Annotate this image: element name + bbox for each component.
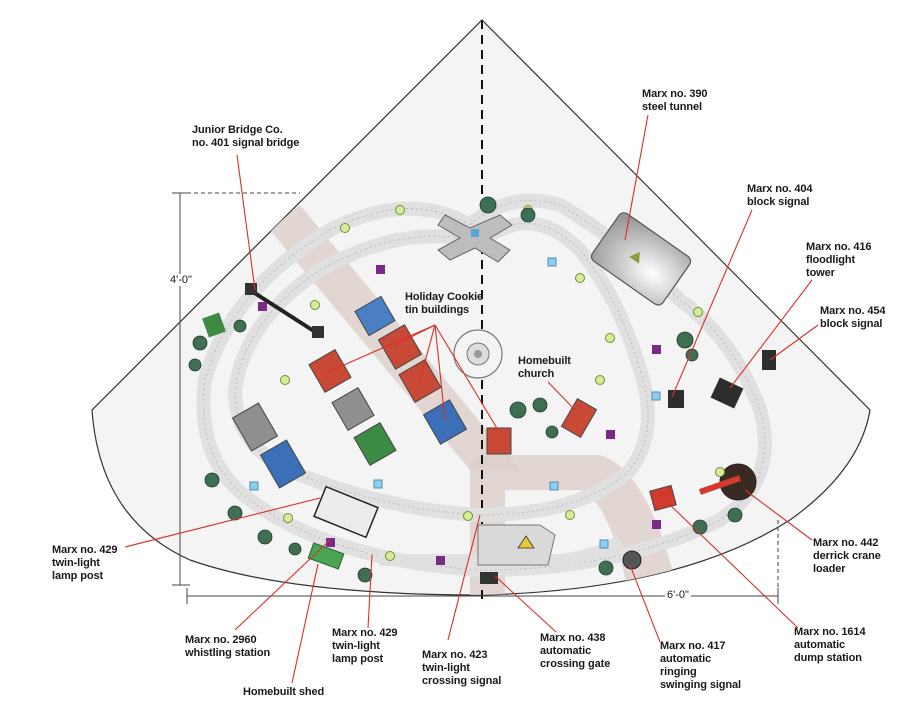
floodlight-tower xyxy=(710,377,744,409)
trees xyxy=(188,196,743,583)
crossing-markers xyxy=(249,257,661,549)
label-crane-loader: Marx no. 442 derrick crane loader xyxy=(813,537,881,575)
signal-bridge xyxy=(245,283,324,338)
church-annex xyxy=(486,427,512,455)
label-steel-tunnel: Marx no. 390 steel tunnel xyxy=(642,88,708,113)
label-lamp-post-center: Marx no. 429 twin-light lamp post xyxy=(332,627,398,665)
homebuilt-church xyxy=(560,397,598,439)
label-crossing-gate: Marx no. 438 automatic crossing gate xyxy=(540,632,611,670)
tin-buildings xyxy=(231,295,468,489)
block-signal-404 xyxy=(668,390,684,408)
label-shed: Homebuilt shed xyxy=(243,686,325,698)
label-floodlight-tower: Marx no. 416 floodlight tower xyxy=(806,241,872,279)
depth-dimension: 4'-0" xyxy=(168,274,194,286)
whistling-station xyxy=(313,485,379,539)
purple-signals xyxy=(258,265,661,565)
label-dump-station: Marx no. 1614 automatic dump station xyxy=(794,626,866,664)
block-signal-454 xyxy=(762,350,776,370)
lamp-posts xyxy=(280,205,725,561)
leader-lines xyxy=(124,114,819,684)
green-building xyxy=(202,312,226,338)
width-dimension: 6'-0" xyxy=(665,589,691,601)
homebuilt-shed xyxy=(307,542,345,570)
label-church: Homebuilt church xyxy=(518,355,571,380)
center-pivot xyxy=(453,329,503,379)
steel-tunnel xyxy=(590,212,692,306)
label-block-signal-404: Marx no. 404 block signal xyxy=(747,183,813,208)
swinging-signal xyxy=(622,550,642,570)
label-block-signal-454: Marx no. 454 block signal xyxy=(820,305,886,330)
label-signal-bridge: Junior Bridge Co. no. 401 signal bridge xyxy=(192,124,300,149)
label-crossing-signal: Marx no. 423 twin-light crossing signal xyxy=(422,649,502,687)
crossing-platform xyxy=(477,524,556,584)
label-swinging-signal: Marx no. 417 automatic ringing swinging … xyxy=(660,640,742,691)
label-tin-buildings: Holiday Cookie tin buildings xyxy=(405,291,484,316)
label-lamp-post-left: Marx no. 429 twin-light lamp post xyxy=(52,544,118,582)
label-whistling-station: Marx no. 2960 whistling station xyxy=(185,634,271,659)
track-crossover xyxy=(437,214,513,263)
